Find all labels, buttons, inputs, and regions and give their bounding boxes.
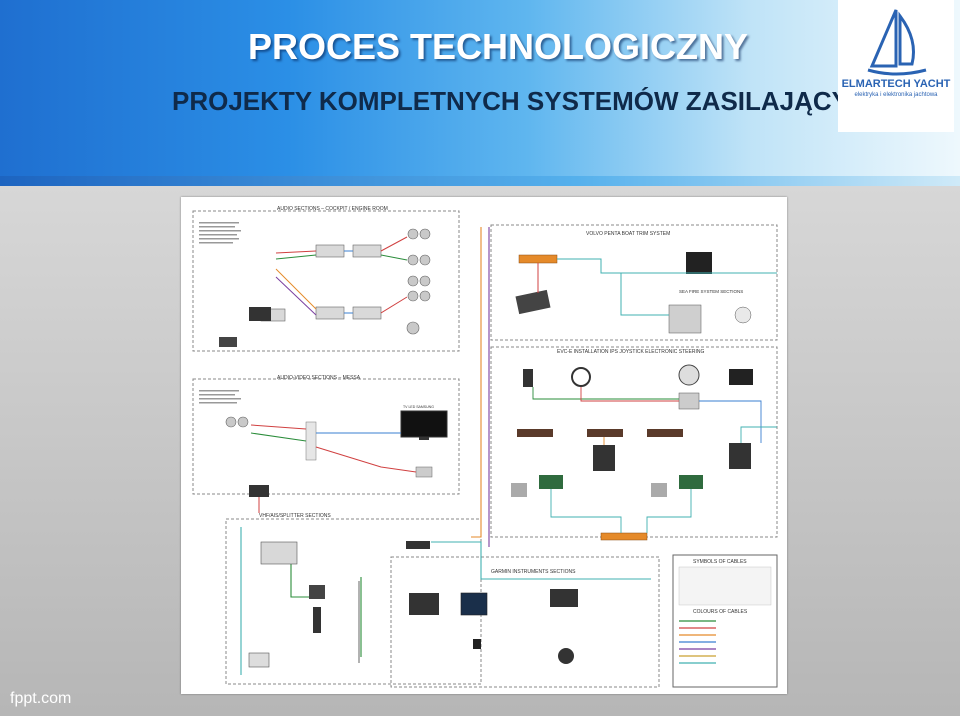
- wiring-diagram: AUDIO SECTIONS – COCKPIT / ENGINE ROOM V…: [181, 197, 787, 694]
- colours-heading: COLOURS OF CABLES: [693, 609, 748, 615]
- amplifiers: [260, 244, 382, 322]
- logo-tagline: elektryka i elektronika jachtowa: [854, 92, 938, 98]
- tv-label: TV LED SAMSUNG: [403, 405, 434, 409]
- header-banner: [0, 0, 960, 182]
- watermark: fppt.com: [10, 690, 72, 707]
- symbols-heading: SYMBOLS OF CABLES: [693, 559, 747, 565]
- cockpit-speakers: [225, 228, 431, 428]
- mesa-devices: [305, 410, 448, 478]
- audio-mesa-frame: [192, 378, 460, 495]
- trim-frame: [490, 224, 778, 341]
- slide-title: PROCES TECHNOLOGICZNY: [248, 26, 749, 67]
- audio-cockpit-frame: [192, 210, 460, 352]
- evc-heading: EVC-E INSTALLATION IPS JOYSTICK ELECTRON…: [557, 349, 704, 355]
- company-logo: ELMARTECH YACHT elektryka i elektronika …: [838, 0, 954, 132]
- sea-fire-heading: SEA FIRE SYSTEM SECTIONS: [679, 289, 743, 294]
- vhf-garmin-devices: [248, 541, 578, 668]
- mesa-wiring: [250, 424, 417, 513]
- trim-wiring: [537, 258, 777, 316]
- evc-wiring: [532, 387, 777, 533]
- garmin-frame: [390, 556, 660, 688]
- cockpit-label-lines: [199, 222, 241, 404]
- slide-subtitle: PROJEKTY KOMPLETNYCH SYSTEMÓW ZASILAJĄCY…: [172, 86, 887, 116]
- backbone-cables: [240, 227, 651, 675]
- header-band: [0, 176, 960, 186]
- cockpit-wiring: [275, 236, 408, 316]
- trim-heading: VOLVO PENTA BOAT TRIM SYSTEM: [586, 231, 670, 237]
- legend-frame: [672, 554, 778, 688]
- evc-devices: [511, 364, 753, 541]
- head-units: [219, 307, 271, 497]
- audio-mesa-heading: AUDIO-VIDEO SECTIONS – MESSA: [277, 375, 361, 381]
- diagram-canvas: AUDIO SECTIONS – COCKPIT / ENGINE ROOM V…: [192, 206, 778, 688]
- vhf-heading: VHF/AIS/SPLITTER SECTIONS: [259, 513, 331, 519]
- logo-name: ELMARTECH YACHT: [841, 78, 951, 90]
- audio-cockpit-heading: AUDIO SECTIONS – COCKPIT / ENGINE ROOM: [277, 206, 388, 212]
- evc-frame: [490, 346, 778, 538]
- garmin-heading: GARMIN INSTRUMENTS SECTIONS: [491, 569, 576, 575]
- legend-swatches: [678, 566, 772, 664]
- sailboat-icon: [867, 9, 927, 76]
